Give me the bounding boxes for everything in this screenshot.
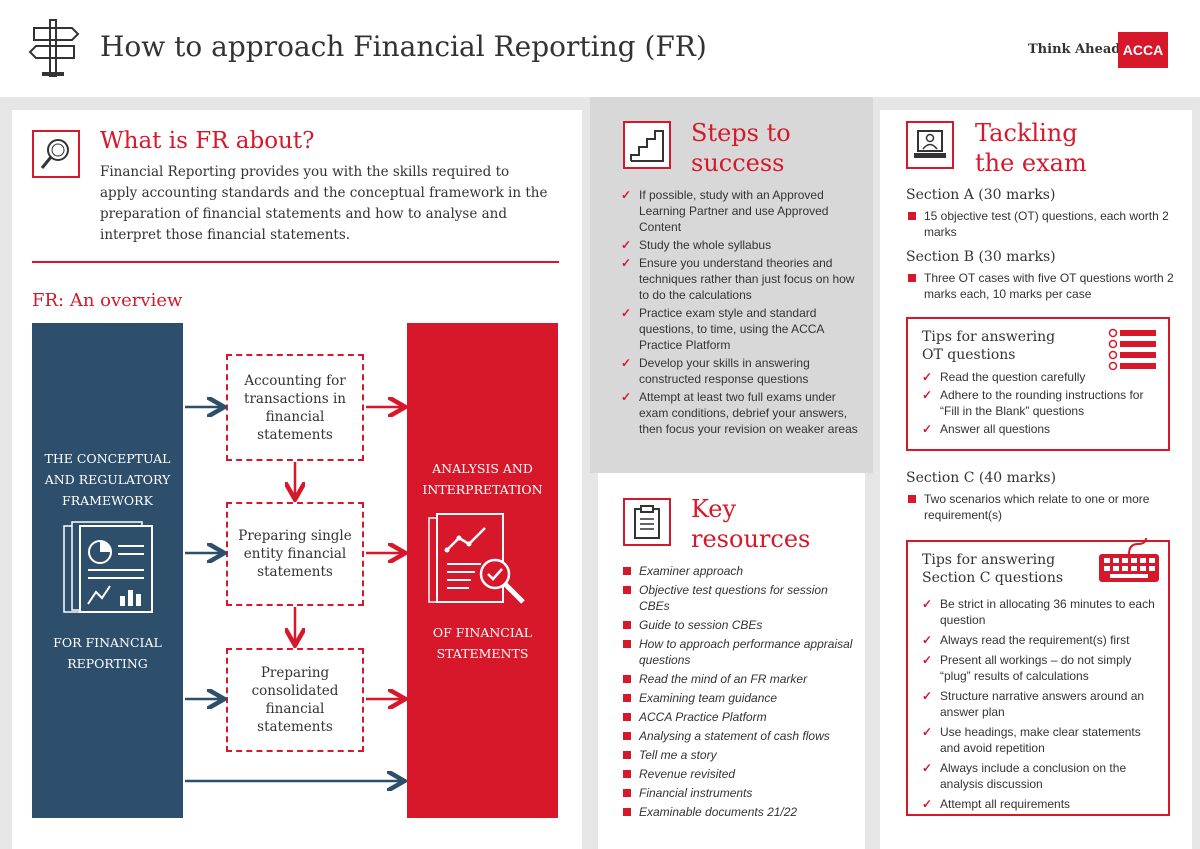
- page-title: How to approach Financial Reporting (FR): [100, 30, 707, 63]
- resource-link[interactable]: Objective test questions for session CBE…: [621, 582, 861, 614]
- list-item: Attempt all requirements: [922, 796, 1162, 812]
- resource-link[interactable]: Financial instruments: [621, 785, 861, 801]
- tips-c-list: Be strict in allocating 36 minutes to ea…: [922, 596, 1162, 816]
- analysis-label-top: ANALYSIS AND INTERPRETATION: [422, 461, 543, 497]
- list-item: Study the whole syllabus: [621, 237, 861, 253]
- resource-link[interactable]: Examining team guidance: [621, 690, 861, 706]
- tips-ot-title-line2: OT questions: [922, 347, 1016, 363]
- framework-label-bottom: FOR FINANCIAL REPORTING: [53, 635, 162, 671]
- tips-ot-list: Read the question carefully Adhere to th…: [922, 369, 1162, 439]
- list-item: Practice exam style and standard questio…: [621, 305, 861, 353]
- list-item: Ensure you understand theories and techn…: [621, 255, 861, 303]
- list-item: Always read the requirement(s) first: [922, 632, 1162, 648]
- step-label: Preparing single entity financial statem…: [238, 528, 352, 580]
- list-item: If possible, study with an Approved Lear…: [621, 187, 861, 235]
- header: [0, 0, 1200, 97]
- what-body: Financial Reporting provides you with th…: [100, 164, 548, 243]
- list-item: Three OT cases with five OT questions wo…: [906, 270, 1186, 302]
- tackle-heading: Tackling the exam: [975, 118, 1087, 178]
- diagram-arrows: [185, 0, 600, 849]
- divider: [32, 261, 559, 263]
- list-item: Develop your skills in answering constru…: [621, 355, 861, 387]
- steps-heading-line2: success: [691, 149, 785, 177]
- step-label: Preparing consolidated financial stateme…: [251, 665, 339, 735]
- checklist-icon: [1108, 328, 1158, 372]
- tips-c-title: Tips for answering Section C questions: [922, 551, 1082, 587]
- resource-link[interactable]: Tell me a story: [621, 747, 861, 763]
- magnifier-icon: [32, 130, 80, 178]
- acca-logo: ACCA: [1118, 32, 1168, 68]
- section-c-heading: Section C (40 marks): [906, 470, 1057, 486]
- step-box-consolidated: Preparing consolidated financial stateme…: [226, 648, 364, 752]
- framework-label-top: THE CONCEPTUAL AND REGULATORY FRAMEWORK: [44, 451, 171, 508]
- tips-c-title-line2: Section C questions: [922, 570, 1064, 586]
- steps-heading-line1: Steps to: [691, 119, 791, 147]
- list-item: Adhere to the rounding instructions for …: [922, 387, 1162, 419]
- section-b-list: Three OT cases with five OT questions wo…: [906, 270, 1186, 302]
- key-heading-line2: resources: [691, 525, 811, 553]
- analysis-document-icon: [425, 512, 540, 612]
- list-item: Use headings, make clear statements and …: [922, 724, 1162, 756]
- what-heading: What is FR about?: [100, 128, 315, 154]
- tips-c-title-line1: Tips for answering: [922, 552, 1056, 568]
- tips-ot-title: Tips for answering OT questions: [922, 328, 1082, 364]
- laptop-user-icon: [906, 121, 954, 169]
- list-item: Present all workings – do not simply “pl…: [922, 652, 1162, 684]
- list-item: Read the question carefully: [922, 369, 1162, 385]
- clipboard-icon: [623, 498, 671, 546]
- key-heading-line1: Key: [691, 495, 737, 523]
- resource-link[interactable]: Read the mind of an FR marker: [621, 671, 861, 687]
- resource-link[interactable]: Examiner approach: [621, 563, 861, 579]
- keyboard-icon: [1096, 534, 1162, 586]
- step-box-single-entity: Preparing single entity financial statem…: [226, 502, 364, 606]
- steps-list: If possible, study with an Approved Lear…: [621, 187, 861, 439]
- tips-ot-title-line1: Tips for answering: [922, 329, 1056, 345]
- section-a-heading: Section A (30 marks): [906, 187, 1056, 203]
- key-heading: Key resources: [691, 494, 810, 554]
- tackle-heading-line1: Tackling: [975, 119, 1078, 147]
- list-item: Two scenarios which relate to one or mor…: [906, 491, 1176, 523]
- resource-link[interactable]: Guide to session CBEs: [621, 617, 861, 633]
- document-chart-icon: [62, 520, 154, 615]
- resource-link[interactable]: ACCA Practice Platform: [621, 709, 861, 725]
- list-item: Answer all questions: [922, 421, 1162, 437]
- overview-heading: FR: An overview: [32, 290, 183, 311]
- list-item: 15 objective test (OT) questions, each w…: [906, 208, 1176, 240]
- list-item: Always include a conclusion on the analy…: [922, 760, 1162, 792]
- resource-link[interactable]: Revenue revisited: [621, 766, 861, 782]
- list-item: Attempt at least two full exams under ex…: [621, 389, 861, 437]
- list-item: Structure narrative answers around an an…: [922, 688, 1162, 720]
- tackle-heading-line2: the exam: [975, 149, 1087, 177]
- step-label: Accounting for transactions in financial…: [244, 372, 346, 443]
- resource-link[interactable]: How to approach performance appraisal qu…: [621, 636, 861, 668]
- list-item: Be strict in allocating 36 minutes to ea…: [922, 596, 1162, 628]
- section-c-list: Two scenarios which relate to one or mor…: [906, 491, 1176, 523]
- steps-heading: Steps to success: [691, 118, 791, 178]
- step-box-accounting: Accounting for transactions in financial…: [226, 354, 364, 461]
- stairs-icon: [623, 121, 671, 169]
- analysis-label-bottom: OF FINANCIAL STATEMENTS: [432, 625, 533, 661]
- tagline: Think Ahead: [1028, 42, 1121, 57]
- resource-link[interactable]: Examinable documents 21/22: [621, 804, 861, 820]
- resource-link[interactable]: Analysing a statement of cash flows: [621, 728, 861, 744]
- signpost-icon: [28, 18, 80, 78]
- resources-list: Examiner approach Objective test questio…: [621, 563, 861, 823]
- section-b-heading: Section B (30 marks): [906, 249, 1056, 265]
- section-a-list: 15 objective test (OT) questions, each w…: [906, 208, 1176, 240]
